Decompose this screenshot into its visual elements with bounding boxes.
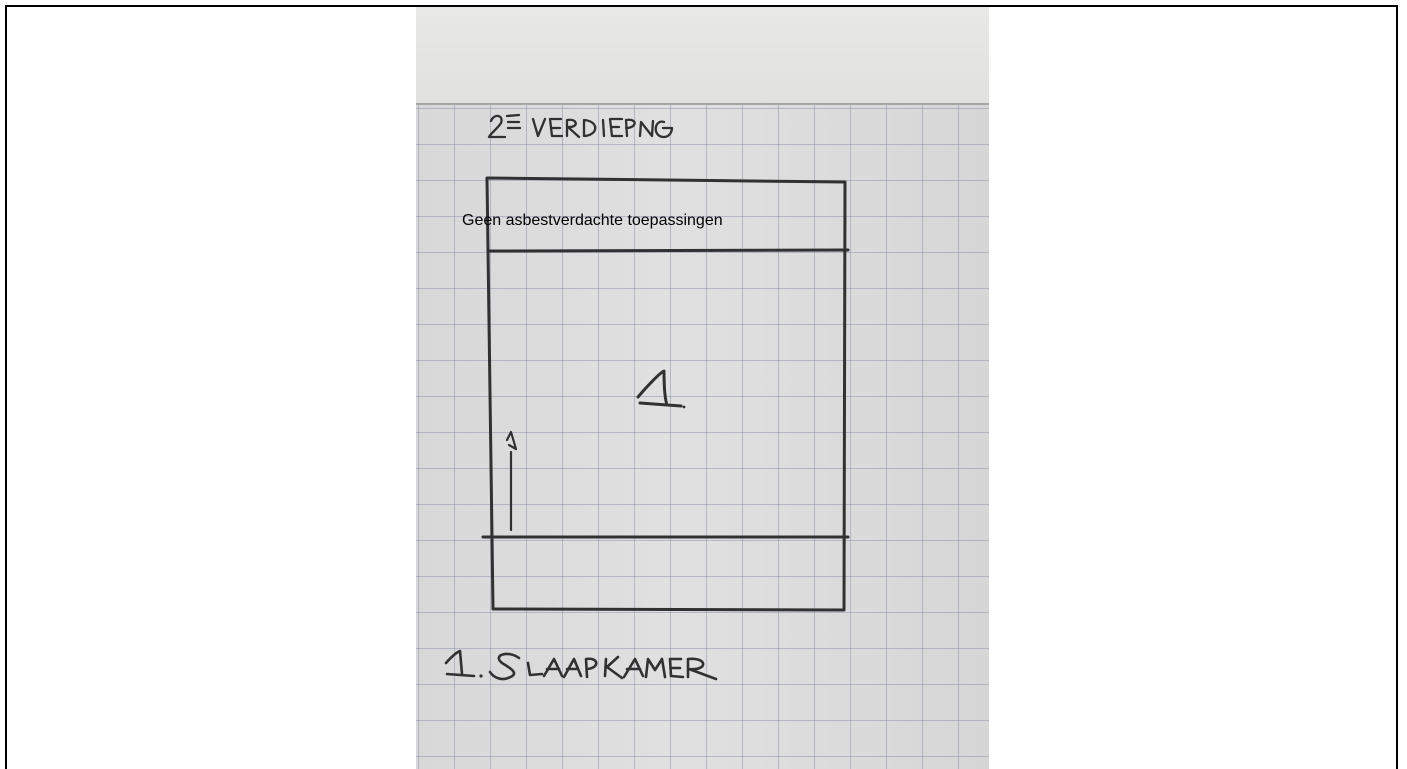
up-arrow-icon	[505, 430, 518, 532]
room-number-glyph	[636, 369, 683, 408]
room-label-handwriting	[444, 649, 718, 681]
grid-paper	[416, 105, 989, 769]
floor-heading-handwriting	[487, 113, 674, 139]
paper-top-edge	[416, 7, 989, 105]
room-outline	[485, 176, 847, 612]
asbestos-note: Geen asbestverdachte toepassingen	[462, 212, 723, 229]
floorplan-photo	[416, 7, 989, 769]
hand-drawn-floorplan	[444, 113, 850, 681]
room-header-line	[486, 248, 850, 253]
